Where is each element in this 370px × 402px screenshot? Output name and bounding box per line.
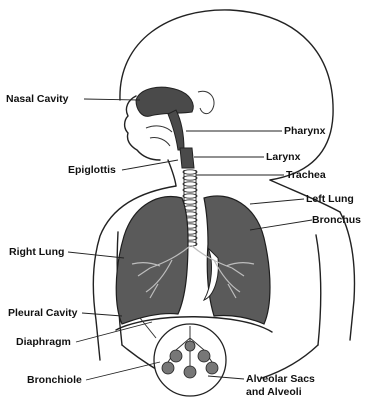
label-alveolar-sacs: Alveolar Sacs — [246, 373, 315, 385]
label-left-lung: Left Lung — [306, 193, 354, 205]
nasal-cavity-pharynx — [136, 87, 193, 150]
trachea-ring — [183, 200, 197, 204]
trachea-ring — [183, 194, 197, 198]
label-larynx: Larynx — [266, 151, 301, 163]
right-lung-shape — [116, 197, 188, 324]
label-bronchiole: Bronchiole — [27, 374, 82, 386]
label-pleural-cavity: Pleural Cavity — [8, 307, 78, 319]
label-right-lung: Right Lung — [9, 246, 64, 258]
label-epiglottis: Epiglottis — [68, 164, 116, 176]
label-bronchus: Bronchus — [312, 214, 361, 226]
trachea-ring — [183, 182, 197, 186]
label-pharynx: Pharynx — [284, 125, 326, 137]
trachea-ring — [183, 188, 197, 192]
label-diaphragm: Diaphragm — [16, 336, 71, 348]
trachea-ring — [183, 170, 197, 174]
trachea-ring — [183, 176, 197, 180]
label-alveoli: and Alveoli — [246, 386, 302, 398]
alveoli-magnifier — [140, 318, 226, 396]
label-trachea: Trachea — [286, 169, 326, 181]
label-nasal-cavity: Nasal Cavity — [6, 93, 69, 105]
